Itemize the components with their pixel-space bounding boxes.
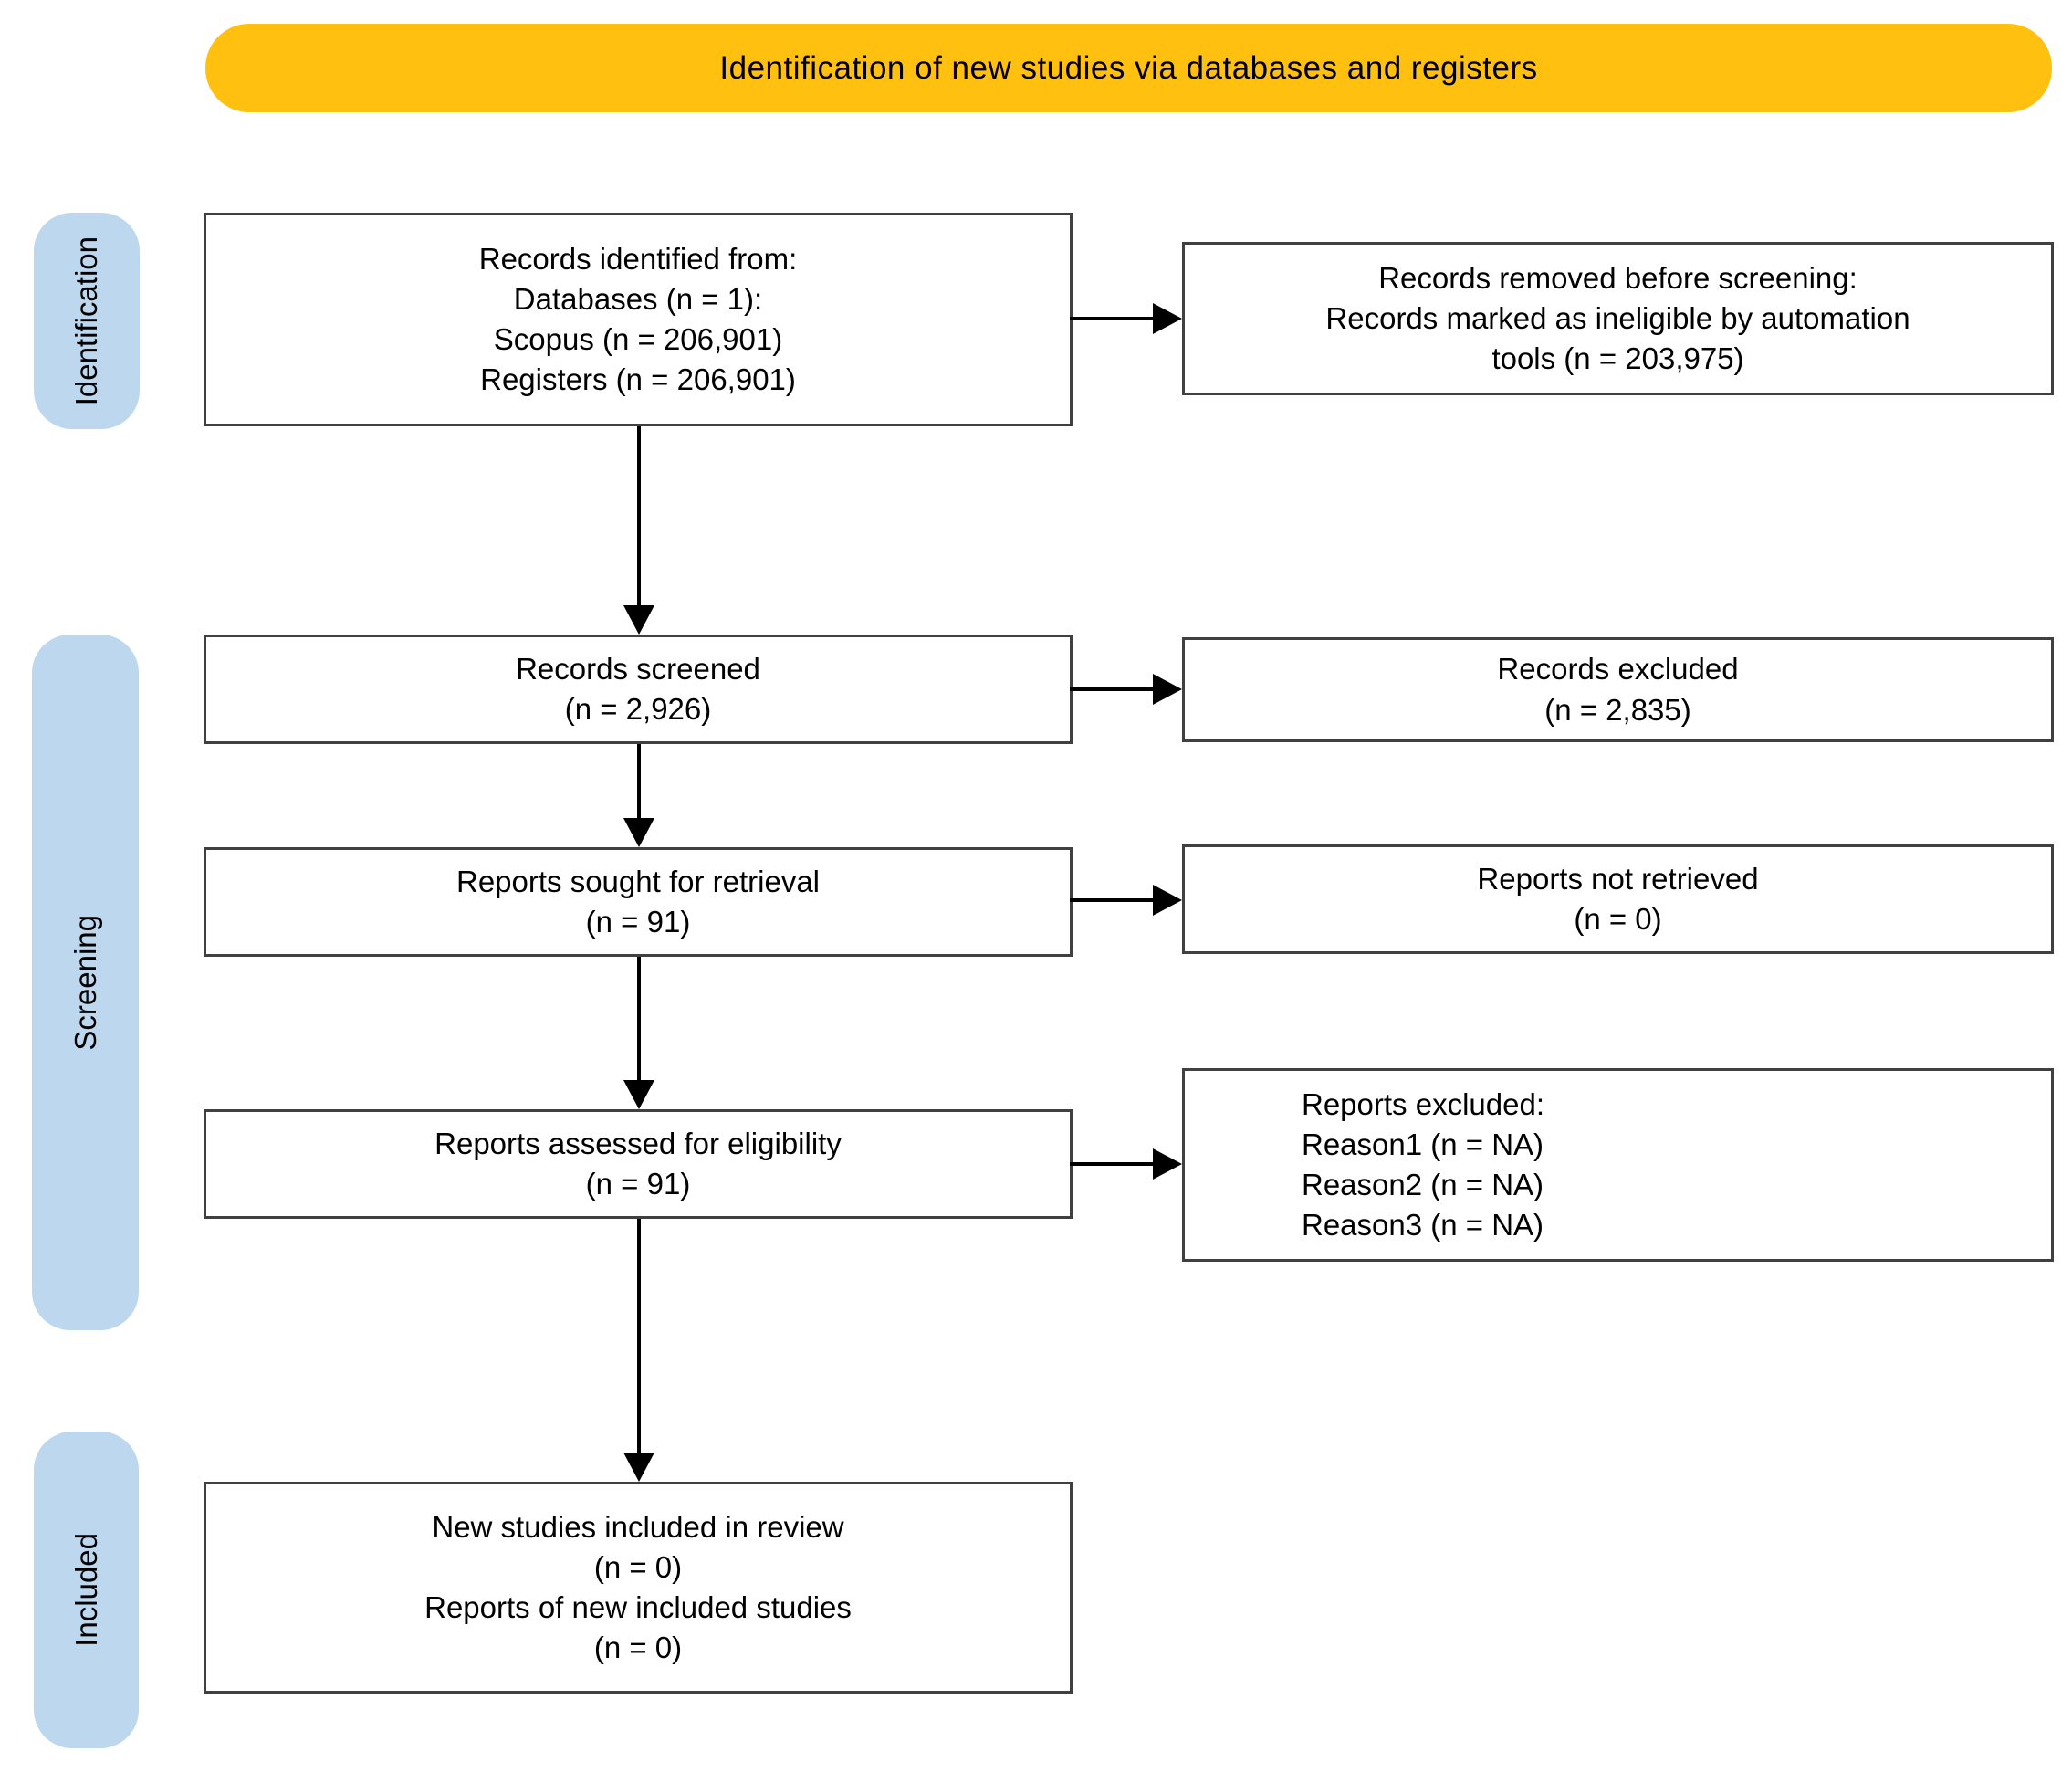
box-records-screened: Records screened (n = 2,926)	[204, 635, 1073, 744]
box-text-line: Records marked as ineligible by automati…	[1325, 300, 1910, 335]
arrowhead-down-icon	[623, 1453, 654, 1482]
box-records-identified: Records identified from: Databases (n = …	[204, 213, 1073, 426]
stage-bar-screening: Screening	[32, 635, 139, 1330]
box-text-line: Records identified from:	[478, 241, 798, 276]
banner-identification-of-new-studies: Identification of new studies via databa…	[205, 24, 2052, 112]
arrowhead-down-icon	[623, 818, 654, 847]
box-text-line: tools (n = 203,975)	[1491, 341, 1744, 376]
box-reports-excluded: Reports excluded: Reason1 (n = NA) Reaso…	[1182, 1068, 2054, 1262]
box-records-excluded: Records excluded (n = 2,835)	[1182, 637, 2054, 742]
box-text-line: Reason3 (n = NA)	[1302, 1208, 1544, 1243]
stage-bar-included: Included	[34, 1432, 139, 1748]
box-text-line: (n = 91)	[585, 1167, 691, 1201]
box-text-line: (n = 0)	[1574, 902, 1662, 936]
arrow-line-sought-to-not-retrieved	[1070, 898, 1156, 902]
arrow-line-assessed-to-reports-excluded	[1070, 1162, 1156, 1166]
box-text-line: Records excluded	[1497, 652, 1739, 687]
arrowhead-down-icon	[623, 1080, 654, 1109]
box-text-line: Databases (n = 1):	[513, 281, 763, 316]
arrow-line-identified-to-screened	[637, 426, 641, 609]
box-text-line: Reports assessed for eligibility	[434, 1126, 842, 1160]
arrow-line-screened-to-sought	[637, 744, 641, 822]
stage-bar-identification: Identification	[34, 213, 140, 429]
stage-label-included: Included	[68, 1533, 103, 1647]
arrow-line-screened-to-excluded	[1070, 687, 1156, 691]
arrow-line-identified-to-removed	[1070, 317, 1156, 320]
arrow-line-sought-to-assessed	[637, 957, 641, 1084]
box-text-line: (n = 91)	[585, 905, 691, 939]
arrowhead-right-icon	[1153, 303, 1182, 334]
arrow-line-assessed-to-included	[637, 1219, 641, 1456]
box-text-line: Reason1 (n = NA)	[1302, 1127, 1544, 1161]
box-text-line: Reports not retrieved	[1477, 861, 1759, 896]
arrowhead-down-icon	[623, 605, 654, 635]
box-text-line: (n = 0)	[593, 1549, 683, 1584]
box-text-line: Reports of new included studies	[424, 1590, 852, 1624]
box-text-line: Reports excluded:	[1302, 1086, 1544, 1121]
stage-label-identification: Identification	[69, 236, 103, 406]
stage-label-screening: Screening	[68, 914, 102, 1051]
box-text-line: (n = 2,926)	[564, 692, 712, 726]
arrowhead-right-icon	[1153, 885, 1182, 916]
box-text-line: (n = 2,835)	[1544, 692, 1691, 727]
banner-label: Identification of new studies via databa…	[719, 49, 1538, 86]
box-text-line: (n = 0)	[593, 1631, 683, 1665]
box-new-studies-included: New studies included in review (n = 0) R…	[204, 1482, 1073, 1694]
box-reports-assessed: Reports assessed for eligibility (n = 91…	[204, 1109, 1073, 1219]
box-text-line: Reports sought for retrieval	[455, 864, 820, 898]
box-text-line: Scopus (n = 206,901)	[493, 322, 783, 356]
arrowhead-right-icon	[1153, 1148, 1182, 1180]
box-text-line: Records screened	[516, 651, 760, 686]
box-reports-not-retrieved: Reports not retrieved (n = 0)	[1182, 844, 2054, 954]
box-text-line: New studies included in review	[432, 1509, 844, 1544]
arrowhead-right-icon	[1153, 674, 1182, 705]
box-reports-sought: Reports sought for retrieval (n = 91)	[204, 847, 1073, 957]
box-text-line: Reason2 (n = NA)	[1302, 1168, 1544, 1201]
box-text-line: Records removed before screening:	[1378, 260, 1857, 295]
box-text-line: Registers (n = 206,901)	[480, 362, 796, 397]
box-records-removed: Records removed before screening: Record…	[1182, 242, 2054, 395]
